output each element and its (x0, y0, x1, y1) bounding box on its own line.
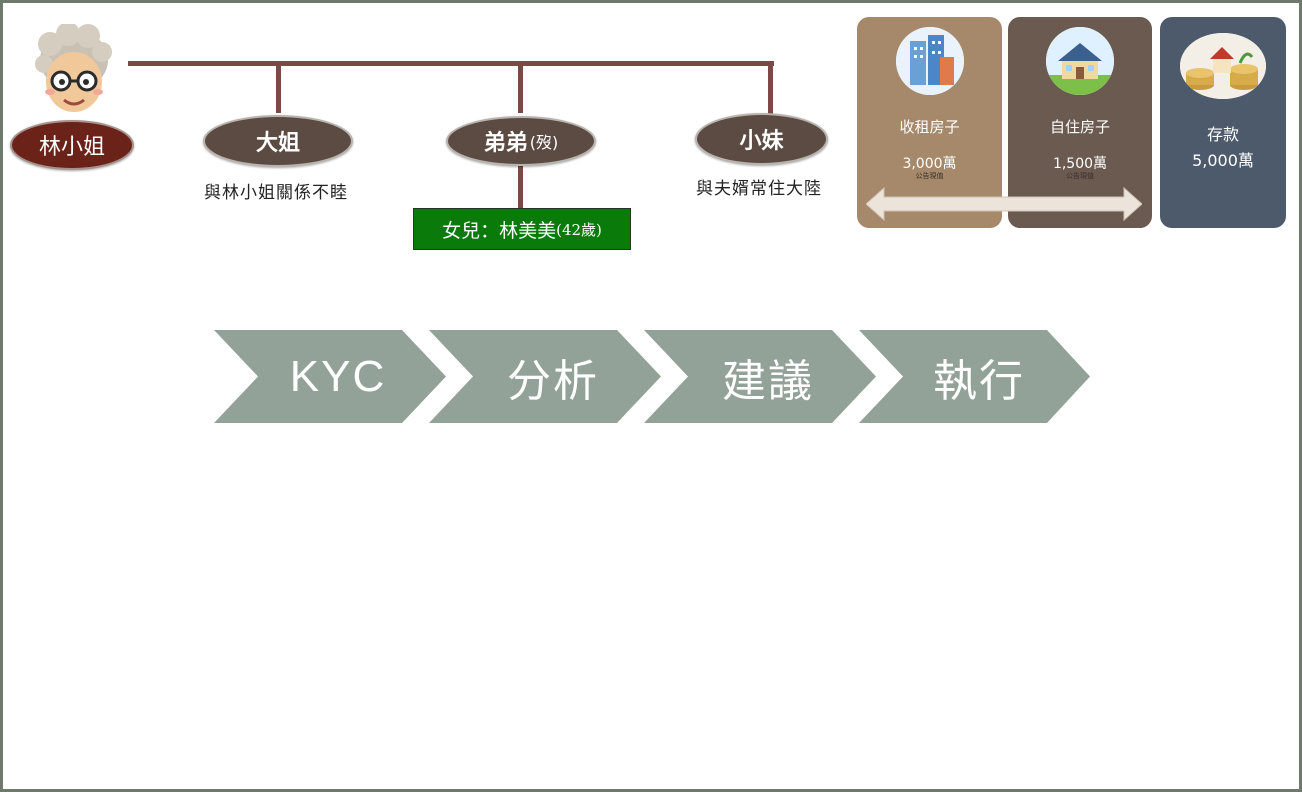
tree-connector-sister (276, 63, 281, 113)
asset-card-deposit: 存款 5,000萬 (1160, 17, 1286, 228)
chevron-step-kyc (214, 330, 446, 423)
daughter-age: (42歲) (556, 220, 602, 239)
tree-connector-daughter (518, 166, 523, 209)
chevron-label-execution: 執行 (933, 355, 1025, 407)
root-person-name: 林小姐 (38, 135, 105, 160)
daughter-label: 女兒：林美美 (442, 219, 557, 242)
double-arrow-icon (866, 186, 1142, 222)
tree-connector-brother (518, 63, 523, 113)
member-name-elder-sister: 大姐 (255, 131, 300, 156)
chevron-label-analysis: 分析 (507, 355, 599, 407)
coins-icon (1180, 33, 1266, 99)
asset-card-residence: 自住房子 1,500萬 公告現值 (1008, 17, 1152, 228)
chevron-step-advice (644, 330, 876, 423)
chevron-label-advice-wrap: 建議 (688, 330, 848, 423)
member-suffix-deceased: (歿) (529, 133, 559, 152)
asset-note-residence: 公告現值 (1066, 172, 1094, 180)
asset-note-rental: 公告現值 (915, 172, 944, 180)
chevron-step-analysis (429, 330, 661, 423)
chevron-label-advice: 建議 (722, 355, 814, 407)
tree-horizontal-line (128, 61, 774, 66)
tree-connector-younger-sister (768, 63, 773, 115)
building-icon (895, 27, 964, 95)
member-node-elder-sister: 大姐 (203, 115, 353, 167)
daughter-node: 女兒：林美美(42歲) (413, 208, 631, 250)
chevron-label-analysis-wrap: 分析 (473, 330, 633, 423)
member-note-elder-sister: 與林小姐關係不睦 (204, 183, 348, 203)
grandmother-avatar-icon (35, 24, 112, 112)
root-person-node: 林小姐 (10, 120, 134, 170)
asset-label-residence: 自住房子 (1049, 118, 1110, 136)
chevron-label-kyc-wrap: KYC (258, 330, 418, 423)
member-name-brother: 弟弟 (483, 131, 528, 156)
chevron-label-execution-wrap: 執行 (903, 330, 1055, 423)
asset-card-rental: 收租房子 3,000萬 公告現值 (857, 17, 1002, 228)
asset-label-deposit: 存款 (1206, 125, 1239, 144)
asset-value-deposit: 5,000萬 (1192, 151, 1254, 170)
member-node-younger-sister: 小妹 (695, 113, 828, 165)
asset-value-residence: 1,500萬 (1052, 156, 1108, 172)
chevron-step-execution (859, 330, 1090, 423)
member-node-brother: 弟弟(歿) (446, 116, 596, 166)
member-note-younger-sister: 與夫婿常住大陸 (696, 179, 822, 199)
asset-label-rental: 收租房子 (899, 118, 960, 136)
house-icon (1046, 27, 1114, 95)
process-chevron-bar (214, 330, 1090, 423)
asset-value-rental: 3,000萬 (902, 156, 957, 172)
member-name-younger-sister: 小妹 (739, 129, 784, 154)
chevron-label-kyc: KYC (289, 351, 387, 401)
